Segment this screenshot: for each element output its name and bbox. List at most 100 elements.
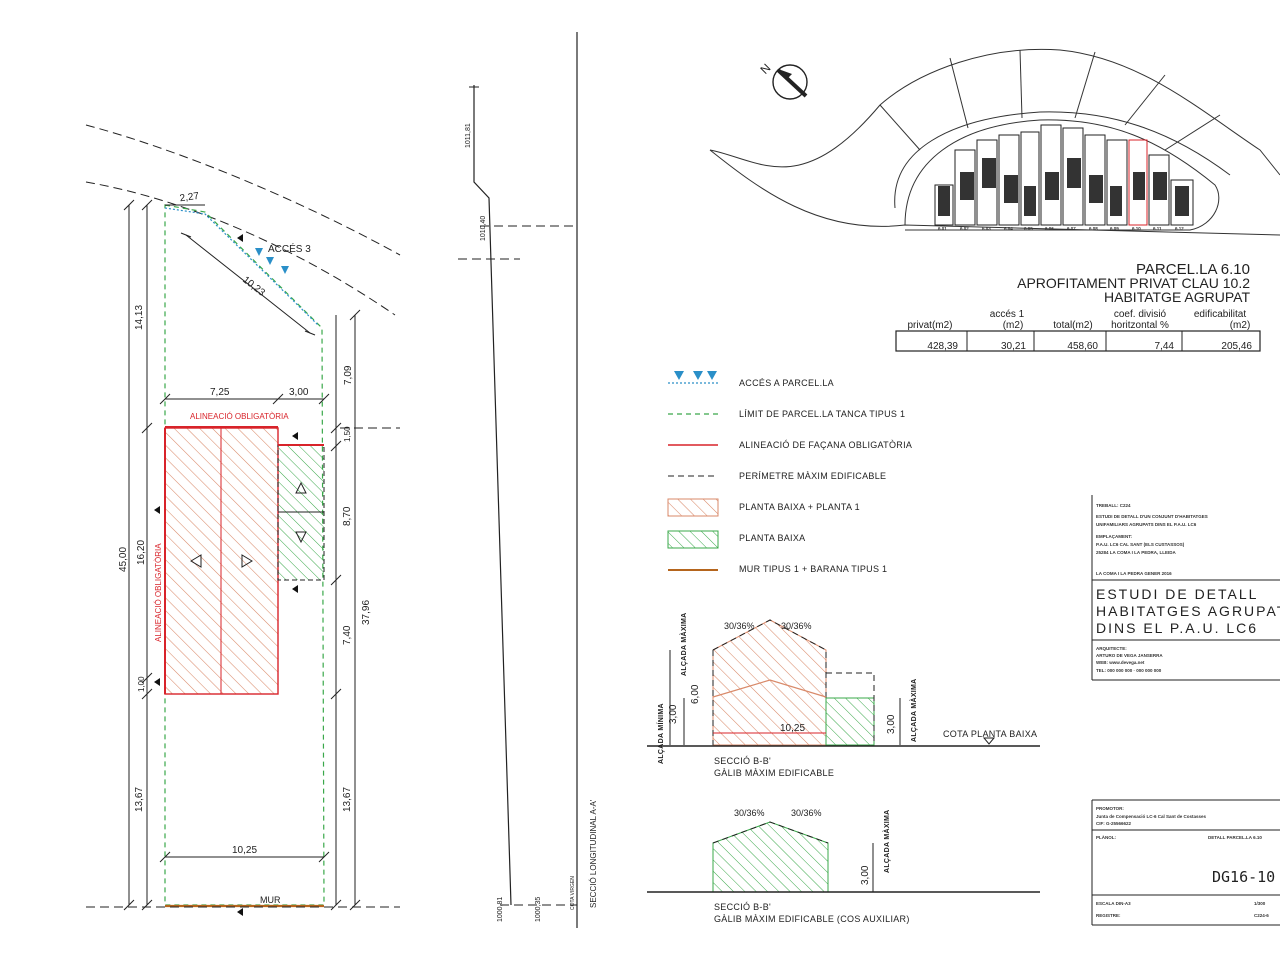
table-header-coef: coef. divisió <box>1114 309 1167 320</box>
lot-label-6-11: 6.11 <box>1153 226 1162 231</box>
tb-title-1: ESTUDI DE DETALL <box>1096 586 1258 602</box>
section-bb-aux: 30/36% 30/36% 3,00 ALÇADA MÀXIMA SECCIÓ … <box>647 808 1040 924</box>
table-value-access: 30,21 <box>1001 341 1026 352</box>
parcel-subtitle-1: APROFITAMENT PRIVAT CLAU 10.2 <box>1017 275 1250 291</box>
tb-plan-label: PLÀNOL: <box>1096 834 1116 840</box>
tb-plan-code: DG16-10 <box>1212 868 1275 886</box>
elev-mid: 1010,40 <box>480 216 487 241</box>
parcel-plan: 2,27 10,23 ACCÉS 3 14,13 7,25 3,00 7,09 … <box>85 124 401 916</box>
parcel-info: PARCEL.LA 6.10 APROFITAMENT PRIVAT CLAU … <box>895 261 1261 352</box>
legend-boundary-label: LÍMIT DE PARCEL.LA TANCA TIPUS 1 <box>739 409 905 419</box>
elev-top: 1011,81 <box>465 123 472 148</box>
road-edge-upper <box>85 124 401 256</box>
road-edge-lower <box>85 181 396 316</box>
legend-ground-plus-first-label: PLANTA BAIXA + PLANTA 1 <box>739 502 860 512</box>
key-plan <box>709 48 1280 236</box>
aux-roof-slope-2: 30/36% <box>791 808 822 818</box>
aux-height-300: 3,00 <box>860 865 871 885</box>
table-header-buildable: edificabilitat <box>1194 309 1246 320</box>
dim-7-40: 7,40 <box>342 625 353 645</box>
alignment-label-side: ALINEACIÓ OBLIGATÒRIA <box>154 543 163 642</box>
legend-ground-label: PLANTA BAIXA <box>739 533 805 543</box>
bb-height-300-right: 3,00 <box>886 714 897 734</box>
tb-title-3: DINS EL P.A.U. LC6 <box>1096 620 1258 636</box>
table-value-private: 428,39 <box>927 341 958 352</box>
dim-2-27: 2,27 <box>179 191 200 205</box>
elev-bot-2: 1000,35 <box>535 897 542 922</box>
aux-caption-1: SECCIÓ B-B' <box>714 902 771 912</box>
dim-7-25: 7,25 <box>210 387 230 398</box>
bb-roof-slope-2: 30/36% <box>781 621 812 631</box>
lot-label-6-12: 6.12 <box>1175 226 1184 231</box>
triangle-down <box>295 531 307 544</box>
dim-16-20: 16,20 <box>136 540 147 565</box>
tb-architect-name: ARTURO DE VEGA JANSERRA <box>1096 653 1163 658</box>
legend-alignment-label: ALINEACIÓ DE FAÇANA OBLIGATÒRIA <box>739 440 912 450</box>
tb-promoter-cif: CIF: G-25566622 <box>1096 821 1132 826</box>
legend-wall-label: MUR TIPUS 1 + BARANA TIPUS 1 <box>739 564 887 574</box>
lot-label-6-07: 6.07 <box>1067 226 1076 231</box>
key-plan-lot-labels: 6.01 6.02 6.03 6.04 6.05 6.06 6.07 6.08 … <box>938 226 1184 231</box>
lot-label-6-10: 6.10 <box>1132 226 1141 231</box>
legend-access-label: ACCÉS A PARCEL.LA <box>739 378 834 388</box>
legend-ground-plus-first-symbol <box>667 498 719 517</box>
dim-14-13: 14,13 <box>134 305 145 330</box>
bb-max-height-label: ALÇADA MÀXIMA <box>679 612 688 676</box>
access-markers <box>255 248 289 274</box>
longitudinal-section: 1011,81 1010,40 1000,81 1000,35 COTA VIR… <box>458 32 598 928</box>
legend-perimeter-label: PERÍMETRE MÀXIM EDIFICABLE <box>739 471 886 481</box>
lot-label-6-02: 6.02 <box>960 226 969 231</box>
parcel-subtitle-2: HABITATGE AGRUPAT <box>1104 289 1250 305</box>
dim-45-00: 45,00 <box>118 547 129 572</box>
section-bb: 30/36% 30/36% 6,00 3,00 3,00 10,25 ALÇAD… <box>647 612 1040 778</box>
table-header-coef-2: horitzontal % <box>1111 320 1169 331</box>
bb-height-600: 6,00 <box>690 684 701 704</box>
alignment-label-top: ALINEACIÓ OBLIGATÒRIA <box>190 412 289 421</box>
bb-width: 10,25 <box>780 723 805 734</box>
dim-3-00: 3,00 <box>289 387 309 398</box>
access-label: ACCÉS 3 <box>268 242 311 255</box>
lot-label-6-09: 6.09 <box>1110 226 1119 231</box>
tb-scale-value: 1/300 <box>1254 901 1266 906</box>
table-header-access-unit: (m2) <box>1003 320 1024 331</box>
tb-location-label: EMPLAÇAMENT: <box>1096 534 1132 539</box>
tb-architect-web: WEB: www.devega.net <box>1096 660 1145 665</box>
tb-title-2: HABITATGES AGRUPATS <box>1096 603 1280 619</box>
dim-13-67-left: 13,67 <box>134 787 145 812</box>
triangle-up <box>295 481 307 494</box>
lot-label-6-03: 6.03 <box>982 226 991 231</box>
bb-roof-slope-1: 30/36% <box>724 621 755 631</box>
aux-max-height-label: ALÇADA MÀXIMA <box>882 809 891 873</box>
lot-label-6-01: 6.01 <box>938 226 947 231</box>
mur-label: MUR <box>260 895 281 905</box>
legend-ground-symbol <box>667 530 719 549</box>
bb-max-height-label-2: ALÇADA MÀXIMA <box>909 678 918 742</box>
north-arrow: N <box>758 61 808 100</box>
tb-date: LA COMA I LA PEDRA GENER 2016 <box>1096 571 1172 576</box>
triangle-right <box>241 554 253 568</box>
table-value-coef: 7,44 <box>1155 341 1175 352</box>
tb-promoter-name: Junta de Compensació LC-6 Cal Sant de Co… <box>1096 814 1207 819</box>
tb-register-value: C224-6 <box>1254 913 1269 918</box>
aux-roof-slope-1: 30/36% <box>734 808 765 818</box>
tb-architect-label: ARQUITECTE: <box>1096 646 1127 651</box>
elev-label: COTA VIRGEN <box>570 876 576 910</box>
north-label: N <box>758 61 774 77</box>
tb-architect-tel: TEL: 000 000 000 · 000 000 000 <box>1096 668 1162 673</box>
tb-register-label: REGISTRE: <box>1096 913 1121 918</box>
dim-37-96: 37,96 <box>361 600 372 625</box>
bb-caption-2: GÀLIB MÀXIM EDIFICABLE <box>714 768 834 778</box>
bb-caption-1: SECCIÓ B-B' <box>714 756 771 766</box>
lot-label-6-05: 6.05 <box>1024 226 1033 231</box>
tb-plan-name: DETALL PARCEL.LA 6.10 <box>1208 835 1262 840</box>
lot-label-6-04: 6.04 <box>1004 226 1013 231</box>
table-value-total: 458,60 <box>1067 341 1098 352</box>
tb-promoter-label: PROMOTOR: <box>1096 806 1124 811</box>
dim-8-70: 8,70 <box>342 506 353 526</box>
dim-10-23: 10,23 <box>240 275 267 299</box>
legend-access-symbol <box>668 371 718 384</box>
tb-job: TREBALL: C224 <box>1096 503 1131 508</box>
bb-cota-label: COTA PLANTA BAIXA <box>943 729 1037 739</box>
terrain-profile <box>473 85 512 906</box>
access-line <box>164 207 319 326</box>
